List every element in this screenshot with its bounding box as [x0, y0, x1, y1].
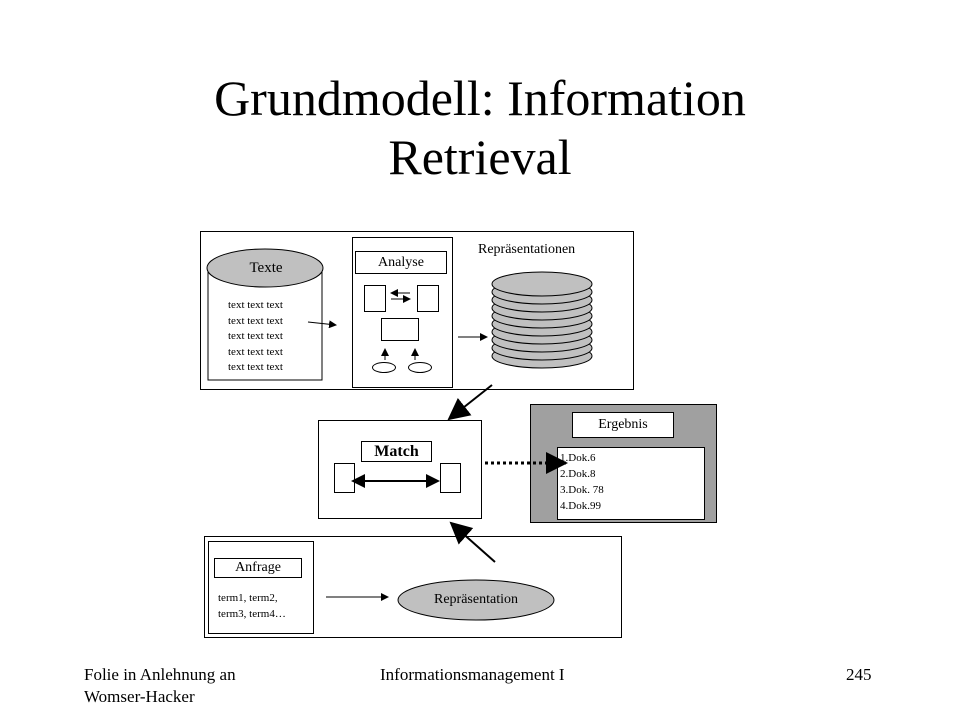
query-representation-label: Repräsentation [434, 592, 518, 607]
match-component-right [440, 463, 461, 493]
slide-title-line-1: Grundmodell: Information [214, 70, 746, 126]
analyse-component-center [381, 318, 419, 341]
text-line: text text text [228, 361, 283, 373]
arrow-representations-to-match [447, 384, 493, 421]
match-component-left [334, 463, 355, 493]
text-line: text text text [228, 299, 283, 311]
result-item: 3.Dok. 78 [560, 484, 604, 496]
ergebnis-label: Ergebnis [572, 412, 674, 438]
result-item: 4.Dok.99 [560, 500, 601, 512]
texte-label: Texte [249, 260, 283, 276]
analyse-component-right [417, 285, 439, 312]
query-terms-line-1: term1, term2, [218, 592, 278, 604]
footer-page-number: 245 [846, 665, 872, 684]
footer-credit-line-2: Womser-Hacker [84, 687, 195, 706]
slide-title-line-2: Retrieval [388, 129, 572, 185]
analyse-label: Analyse [355, 251, 447, 274]
result-item: 2.Dok.8 [560, 468, 596, 480]
footer-credit: Folie in Anlehnung an Womser-Hacker [84, 664, 236, 708]
analyse-input-ellipse-right [408, 362, 432, 373]
analyse-component-left [364, 285, 386, 312]
anfrage-box [208, 541, 314, 634]
text-line: text text text [228, 330, 283, 342]
footer-course-title: Informationsmanagement I [380, 665, 565, 684]
result-list [557, 447, 705, 520]
footer-credit-line-1: Folie in Anlehnung an [84, 665, 236, 684]
anfrage-label: Anfrage [214, 558, 302, 578]
match-label: Match [361, 441, 432, 462]
query-terms-line-2: term3, term4… [218, 608, 286, 620]
result-item: 1.Dok.6 [560, 452, 596, 464]
text-line: text text text [228, 314, 283, 327]
analyse-input-ellipse-left [372, 362, 396, 373]
text-line: text text text [228, 345, 283, 358]
representations-label: Repräsentationen [478, 242, 576, 257]
